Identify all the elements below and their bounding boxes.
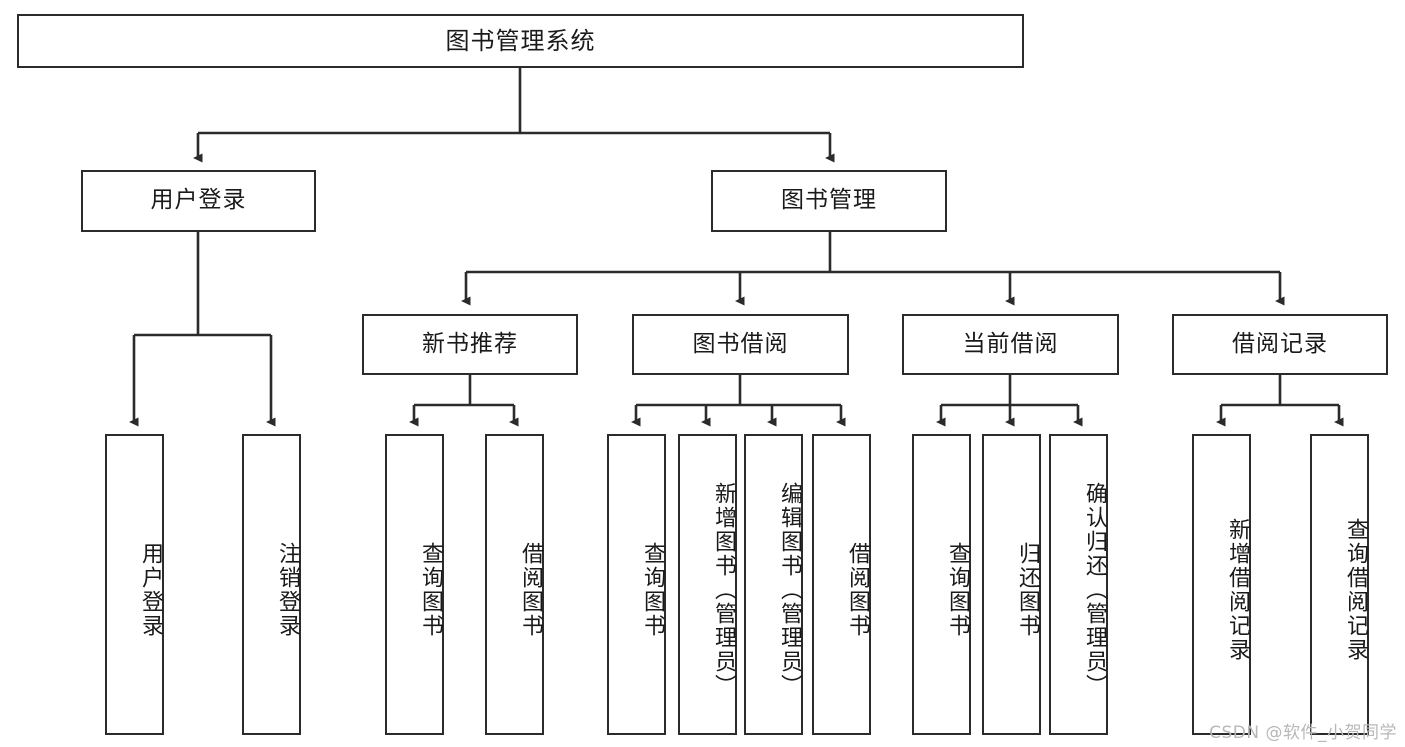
leaf-query-book-current[interactable]: 查询图书 (912, 434, 971, 735)
node-root-book-management-system[interactable]: 图书管理系统 (17, 14, 1024, 68)
leaf-label: 归还图书 (1015, 541, 1040, 638)
leaf-label: 借阅图书 (845, 541, 870, 638)
leaf-label: 查询图书 (640, 541, 665, 638)
leaf-query-book-borrow[interactable]: 查询图书 (607, 434, 666, 735)
node-user-login[interactable]: 用户登录 (81, 170, 316, 232)
leaf-label: 查询图书 (418, 541, 443, 638)
leaf-label: 用户登录 (138, 541, 163, 638)
node-book-borrow[interactable]: 图书借阅 (632, 314, 849, 375)
leaf-return-book[interactable]: 归还图书 (982, 434, 1041, 735)
leaf-query-borrow-record[interactable]: 查询借阅记录 (1310, 434, 1369, 735)
leaf-add-borrow-record[interactable]: 新增借阅记录 (1192, 434, 1251, 735)
leaf-user-logout[interactable]: 注销登录 (242, 434, 301, 735)
leaf-query-book-recommend[interactable]: 查询图书 (385, 434, 444, 735)
csdn-watermark: CSDN @软件_小贺同学 (1209, 723, 1397, 743)
node-book-management[interactable]: 图书管理 (711, 170, 947, 232)
leaf-label: 借阅图书 (518, 541, 543, 638)
leaf-label: 查询借阅记录 (1343, 517, 1368, 662)
leaf-label: 编辑图书（管理员） (777, 481, 802, 698)
leaf-label: 确认归还（管理员） (1082, 481, 1107, 698)
leaf-label: 新增借阅记录 (1225, 517, 1250, 662)
leaf-label: 注销登录 (275, 541, 300, 638)
leaf-edit-book-admin[interactable]: 编辑图书（管理员） (744, 434, 803, 735)
node-current-borrow[interactable]: 当前借阅 (902, 314, 1119, 375)
leaf-borrow-book[interactable]: 借阅图书 (812, 434, 871, 735)
leaf-label: 查询图书 (945, 541, 970, 638)
leaf-add-book-admin[interactable]: 新增图书（管理员） (678, 434, 737, 735)
leaf-label: 新增图书（管理员） (711, 481, 736, 698)
node-borrow-records[interactable]: 借阅记录 (1172, 314, 1388, 375)
leaf-borrow-book-recommend[interactable]: 借阅图书 (485, 434, 544, 735)
leaf-confirm-return-admin[interactable]: 确认归还（管理员） (1049, 434, 1108, 735)
node-new-book-recommend[interactable]: 新书推荐 (362, 314, 578, 375)
leaf-user-login[interactable]: 用户登录 (105, 434, 164, 735)
